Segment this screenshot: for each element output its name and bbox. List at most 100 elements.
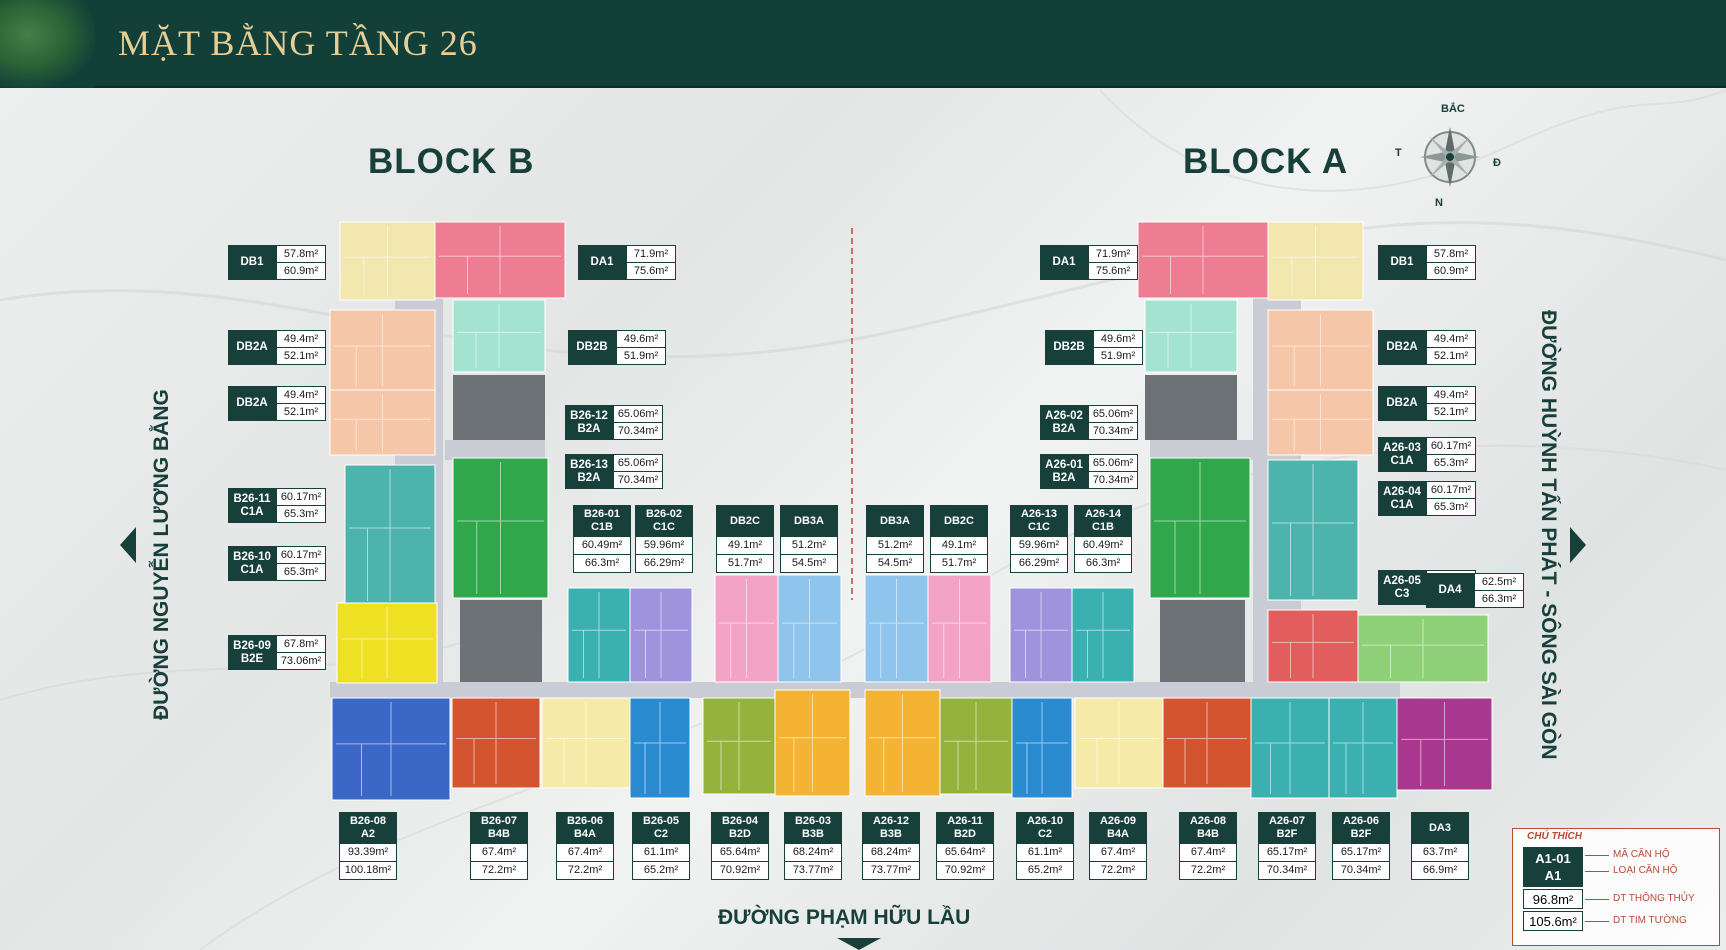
unit-area-gross: 73.77m² [862, 862, 920, 880]
unit-area-clear: 59.96m² [635, 537, 693, 555]
unit-code: DB2A [228, 330, 276, 365]
unit-code-line: B26-06 [566, 815, 604, 827]
unit-a-db2a-2-rooms [1272, 394, 1369, 451]
unit-code-line: DA1 [590, 256, 614, 268]
unit-code-line: A2 [360, 828, 376, 840]
unit-code-line: B4A [1106, 828, 1129, 840]
compass-north-top: BẮC [1441, 103, 1465, 115]
unit-b-db3a-rooms [782, 579, 837, 678]
unit-area-gross: 51.9m² [1100, 349, 1136, 362]
unit-code-line: B26-05 [642, 815, 680, 827]
unit-area-clear: 68.24m² [784, 844, 842, 862]
unit-code-line: A26-01 [1045, 458, 1083, 471]
unit-code: DB2C [930, 505, 988, 537]
unit-a-da3-rooms [1401, 702, 1488, 786]
legend-desc-type: LOẠI CĂN HỘ [1613, 865, 1678, 876]
unit-a-12-rooms [869, 694, 936, 792]
unit-area-clear: 60.17m² [277, 489, 325, 506]
compass-rose: BẮC T Đ N [1395, 103, 1505, 210]
unit-area-clear: 49.4m² [1427, 331, 1475, 348]
compass-north-bottom: N [1435, 197, 1443, 209]
unit-code-line: A26-09 [1099, 815, 1137, 827]
legend-desc-area-1: DT THÔNG THỦY [1613, 893, 1695, 904]
unit-area-clear: 62.5m² [1475, 574, 1523, 591]
unit-code: DB1 [228, 245, 276, 280]
unit-a-db2c-rooms [932, 579, 987, 678]
legend-sample-type-text: A1 [1544, 868, 1562, 883]
unit-area-gross: 72.2m² [470, 862, 528, 880]
unit-area-clear: 67.4m² [1089, 844, 1147, 862]
unit-a-08-rooms [1167, 702, 1247, 784]
unit-area-clear: 49.4m² [277, 331, 325, 348]
legend-desc-code: MÃ CĂN HỘ [1613, 849, 1670, 860]
unit-area-clear: 49.6m² [617, 331, 665, 348]
unit-code: DB2C [716, 505, 774, 537]
unit-area-gross: 70.34m² [617, 424, 659, 437]
unit-area-gross: 65.3m² [283, 565, 319, 578]
unit-code-line: A26-03 [1383, 441, 1421, 454]
unit-a-11-rooms [944, 702, 1008, 790]
unit-b-db2a-2-rooms [334, 394, 431, 451]
unit-b-c1c-rooms [634, 592, 688, 678]
unit-area-clear: 49.1m² [930, 537, 988, 555]
unit-area-gross: 65.3m² [1433, 456, 1469, 469]
unit-area-clear: 67.4m² [470, 844, 528, 862]
unit-area-gross: 75.6m² [633, 264, 669, 277]
unit-code-line: DB1 [1390, 256, 1414, 268]
unit-code-line: DB2B [1053, 341, 1085, 353]
unit-b-04-rooms [707, 702, 771, 790]
unit-b-c1b-rooms [572, 592, 626, 678]
unit-code-line: A26-12 [872, 815, 910, 827]
unit-area-gross: 52.1m² [1433, 349, 1469, 362]
unit-area-gross: 65.2m² [1016, 862, 1074, 880]
unit-a-c1c-rooms [1014, 592, 1068, 678]
unit-area-gross: 66.29m² [1010, 555, 1068, 573]
unit-code-line: C1A [1390, 454, 1414, 467]
unit-area-gross: 70.34m² [617, 473, 659, 486]
unit-code-line: B26-08 [349, 815, 387, 827]
unit-b-07-rooms [456, 702, 536, 784]
unit-code-line: B2A [1052, 471, 1076, 484]
compass-west: T [1395, 147, 1402, 159]
unit-code-line: B2A [1052, 422, 1076, 435]
unit-area-clear: 65.06m² [614, 455, 662, 472]
unit-area-clear: 61.1m² [1016, 844, 1074, 862]
legend-sample-code: A1-01 A1 [1523, 847, 1583, 887]
unit-area-clear: 67.8m² [277, 636, 325, 653]
unit-area-gross: 70.34m² [1332, 862, 1390, 880]
unit-b-03-rooms [779, 694, 846, 792]
unit-code: DB2A [1378, 330, 1426, 365]
unit-a-db3a-rooms [869, 579, 924, 678]
unit-area-gross: 52.1m² [283, 349, 319, 362]
unit-b-db2b-rooms [457, 304, 541, 368]
unit-code-line: DB2A [1386, 397, 1418, 409]
unit-code-line: A26-14 [1084, 508, 1122, 520]
unit-code-line: B4A [573, 828, 596, 840]
unit-b-c1a-rooms [349, 469, 431, 601]
unit-code-line: B26-10 [233, 550, 271, 563]
unit-code-line: C1A [240, 563, 264, 576]
